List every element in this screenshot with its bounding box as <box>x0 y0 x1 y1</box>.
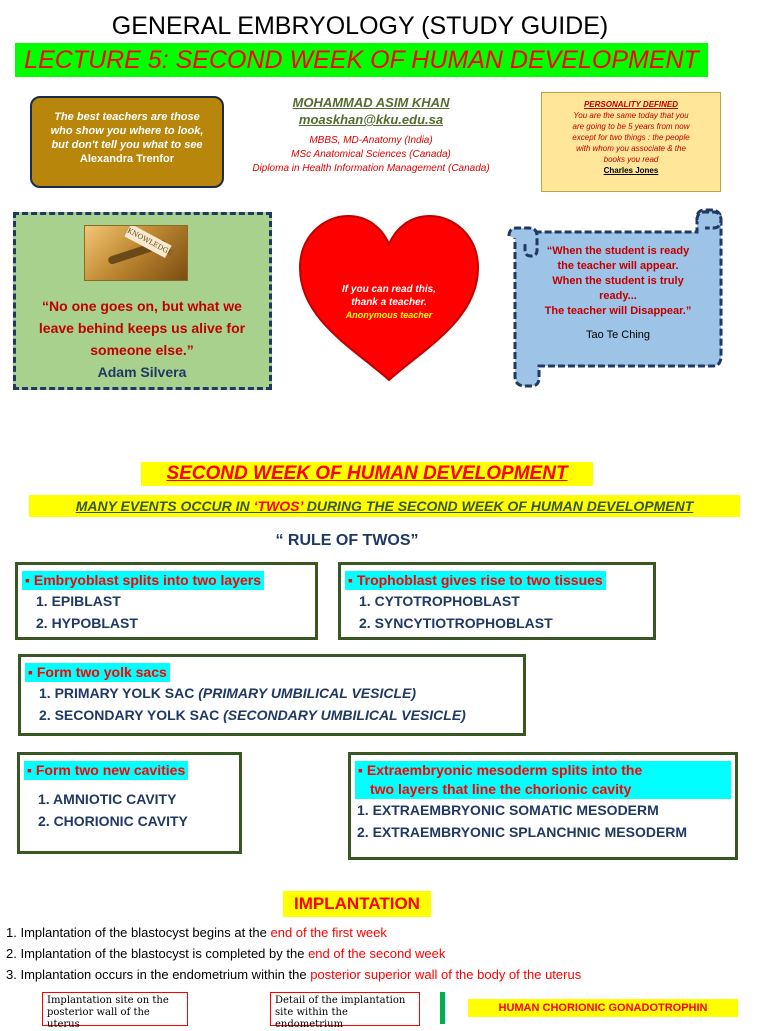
personality-line: You are the same today that you <box>573 111 689 120</box>
list-item: 1. Implantation of the blastocyst begins… <box>6 922 766 943</box>
scroll-quote: “When the student is ready the teacher w… <box>520 244 716 343</box>
box-item: 1. PRIMARY YOLK SAC (PRIMARY UMBILICAL V… <box>25 682 519 704</box>
quote-author: Adam Silvera <box>97 364 187 380</box>
box-heading: ▪ Trophoblast gives rise to two tissues <box>345 571 606 590</box>
knowledge-key-image: KNOWLEDGE <box>84 225 188 281</box>
quote-line: ready... <box>599 290 637 302</box>
implantation-list: 1. Implantation of the blastocyst begins… <box>6 922 766 985</box>
box-heading: ▪ Extraembryonic mesoderm splits into th… <box>355 761 731 799</box>
item-text: 2. SECONDARY YOLK SAC <box>39 707 224 723</box>
item-text: 3. Implantation occurs in the endometriu… <box>6 967 311 982</box>
item-note: (PRIMARY UMBILICAL VESICLE) <box>198 685 417 701</box>
quote-line: When the student is truly <box>552 275 684 287</box>
personality-line: except for two things : the people <box>572 133 690 142</box>
item-highlight: end of the second week <box>308 946 446 961</box>
cavities-box: ▪ Form two new cavities 1. AMNIOTIC CAVI… <box>17 752 242 854</box>
section-subtitle: MANY EVENTS OCCUR IN ‘TWOS’ DURING THE S… <box>29 495 740 517</box>
item-text: 2. Implantation of the blastocyst is com… <box>6 946 309 961</box>
personality-box: PERSONALITY DEFINED You are the same tod… <box>541 92 721 192</box>
twos-highlight: ‘TWOS’ <box>253 498 303 514</box>
caption-line: Detail of the implantation <box>275 995 406 1006</box>
author-block: MOHAMMAD ASIM KHAN moaskhan@kku.edu.sa M… <box>228 94 514 176</box>
section-title: SECOND WEEK OF HUMAN DEVELOPMENT <box>141 462 593 486</box>
silvera-quote: “No one goes on, but what we leave behin… <box>24 295 260 383</box>
item-text: 1. Implantation of the blastocyst begins… <box>6 925 271 940</box>
quote-line: leave behind keeps us alive for <box>38 320 246 336</box>
teachers-quote-box: The best teachers are those who show you… <box>30 96 224 188</box>
caption-line: site within the endometrium <box>275 1007 348 1030</box>
personality-heading: PERSONALITY DEFINED <box>583 100 679 109</box>
box-item: 1. EPIBLAST <box>36 593 121 609</box>
box-item: 2. SECONDARY YOLK SAC (SECONDARY UMBILIC… <box>25 704 519 726</box>
heading-line: two layers that line the chorionic cavit… <box>370 781 632 797</box>
personality-line: are going to be 5 years from now <box>572 122 690 131</box>
item-note: (SECONDARY UMBILICAL VESICLE) <box>223 707 466 723</box>
box-heading: ▪ Form two new cavities <box>24 761 189 780</box>
quote-author: Alexandra Trenfor <box>79 153 175 165</box>
list-item: 3. Implantation occurs in the endometriu… <box>6 964 766 985</box>
mesoderm-box: ▪ Extraembryonic mesoderm splits into th… <box>348 752 738 860</box>
author-name: MOHAMMAD ASIM KHAN <box>292 95 450 110</box>
author-email[interactable]: moaskhan@kku.edu.sa <box>298 112 444 127</box>
caption-line: posterior wall of the uterus <box>47 1007 150 1030</box>
quote-line: but don't tell you what to see <box>51 139 203 151</box>
quote-author: Tao Te Ching <box>585 329 650 341</box>
implantation-detail-caption: Detail of the implantation site within t… <box>270 992 420 1030</box>
author-degree: MSc Anatomical Sciences (Canada) <box>291 149 451 160</box>
quote-line: someone else.” <box>90 342 194 358</box>
quote-line: The teacher will Disappear.” <box>544 305 692 317</box>
quote-line: “When the student is ready <box>546 245 690 257</box>
quote-line: who show you where to look, <box>50 125 204 137</box>
rule-of-twos: “ RULE OF TWOS” <box>275 532 419 549</box>
box-item: 1. EXTRAEMBRYONIC SOMATIC MESODERM <box>357 802 659 818</box>
box-heading: ▪ Embryoblast splits into two layers <box>22 571 265 590</box>
implantation-title: IMPLANTATION <box>283 891 431 917</box>
personality-line: books you read <box>603 155 659 164</box>
scroll-shape <box>507 208 723 388</box>
subtitle-text: DURING THE SECOND WEEK OF HUMAN DEVELOPM… <box>302 498 694 514</box>
box-item: 1. AMNIOTIC CAVITY <box>38 791 177 807</box>
quote-line: “No one goes on, but what we <box>42 298 242 314</box>
heart-line: thank a teacher. <box>351 297 427 308</box>
quote-line: the teacher will appear. <box>557 260 679 272</box>
quote-line: The best teachers are those <box>54 111 200 123</box>
item-highlight: end of the first week <box>270 925 387 940</box>
box-item: 2. CHORIONIC CAVITY <box>38 813 188 829</box>
yolk-sac-box: ▪ Form two yolk sacs 1. PRIMARY YOLK SAC… <box>18 654 526 736</box>
box-item: 2. SYNCYTIOTROPHOBLAST <box>359 615 553 631</box>
heart-line: If you can read this, <box>342 284 436 295</box>
heart-author: Anonymous teacher <box>345 310 433 320</box>
green-divider <box>440 992 445 1024</box>
personality-line: with whom you associate & the <box>576 144 686 153</box>
list-item: 2. Implantation of the blastocyst is com… <box>6 943 766 964</box>
item-highlight: posterior superior wall of the body of t… <box>310 967 582 982</box>
box-heading: ▪ Form two yolk sacs <box>25 663 170 682</box>
page-title: GENERAL EMBRYOLOGY (STUDY GUIDE) <box>111 12 609 40</box>
hcg-heading: HUMAN CHORIONIC GONADOTROPHIN <box>468 999 738 1017</box>
box-item: 2. HYPOBLAST <box>36 615 138 631</box>
box-item: 2. EXTRAEMBRYONIC SPLANCHNIC MESODERM <box>357 824 688 840</box>
subtitle-text: MANY EVENTS OCCUR IN <box>75 498 254 514</box>
embryoblast-box: ▪ Embryoblast splits into two layers 1. … <box>15 562 318 640</box>
heart-text: If you can read this, thank a teacher. A… <box>318 283 460 322</box>
author-degree: MBBS, MD-Anatomy (India) <box>309 135 433 146</box>
silvera-quote-box: KNOWLEDGE “No one goes on, but what we l… <box>13 212 272 390</box>
item-text: 1. PRIMARY YOLK SAC <box>39 685 199 701</box>
trophoblast-box: ▪ Trophoblast gives rise to two tissues … <box>338 562 656 640</box>
heart-shape <box>298 214 480 382</box>
implantation-site-caption: Implantation site on the posterior wall … <box>42 992 188 1030</box>
caption-line: Implantation site on the <box>47 995 169 1006</box>
lecture-title: LECTURE 5: SECOND WEEK OF HUMAN DEVELOPM… <box>15 43 708 77</box>
personality-author: Charles Jones <box>603 166 659 175</box>
box-item: 1. CYTOTROPHOBLAST <box>359 593 520 609</box>
author-degree: Diploma in Health Information Management… <box>252 163 490 174</box>
heading-line: ▪ Extraembryonic mesoderm splits into th… <box>358 762 643 778</box>
